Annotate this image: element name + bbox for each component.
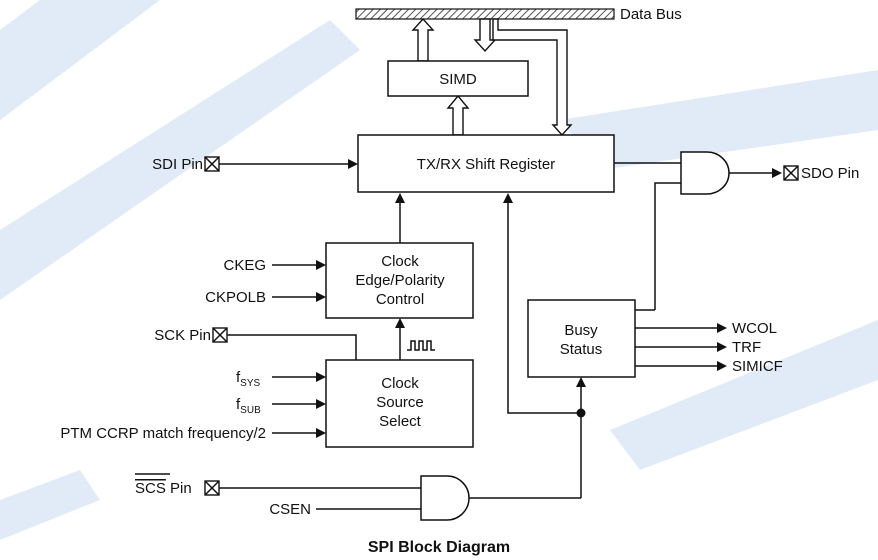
clock-source-line-1: Clock: [381, 375, 419, 392]
bus-to-simd-arrow: [473, 18, 497, 53]
data-bus-bar: [355, 8, 615, 20]
simicf-label: SIMICF: [732, 358, 783, 375]
ptm-label: PTM CCRP match frequency/2: [60, 425, 266, 442]
busy-status-block: Busy Status: [527, 299, 636, 378]
svg-text:SCS Pin: SCS Pin: [135, 480, 192, 497]
bus-to-shift-register-arrow: [492, 18, 573, 137]
sck-pin: SCK Pin: [154, 327, 357, 360]
clock-edge-line-3: Control: [376, 291, 424, 308]
fsys-input: fSYS: [236, 369, 326, 389]
data-bus: Data Bus: [355, 6, 682, 23]
shift-register-label: TX/RX Shift Register: [417, 156, 555, 173]
wcol-label: WCOL: [732, 320, 777, 337]
ckeg-input: CKEG: [223, 257, 326, 274]
svg-text:fSUB: fSUB: [236, 396, 261, 416]
fsys-subscript: SYS: [240, 378, 260, 389]
fsub-subscript: SUB: [240, 405, 261, 416]
fsub-label: f: [236, 396, 241, 413]
clock-waveform-icon: [407, 340, 435, 351]
svg-text:fSYS: fSYS: [236, 369, 261, 389]
sdo-and-gate: [614, 151, 782, 311]
clock-edge-line-2: Edge/Polarity: [355, 272, 445, 289]
sdo-pin-label: SDO Pin: [801, 165, 859, 182]
simd-label: SIMD: [439, 71, 477, 88]
fsys-label: f: [236, 369, 241, 386]
sdi-pin-label: SDI Pin: [152, 156, 203, 173]
diagram-caption: SPI Block Diagram: [368, 539, 510, 556]
csen-label: CSEN: [269, 501, 311, 518]
enable-feedback-path: [503, 193, 586, 491]
scs-label: SCS: [135, 480, 166, 497]
ckpolb-input: CKPOLB: [205, 289, 326, 306]
shift-register-block: TX/RX Shift Register: [357, 134, 615, 193]
scs-pin: SCS Pin: [135, 473, 421, 497]
csen-input: CSEN: [269, 501, 421, 518]
fsub-input: fSUB: [236, 396, 326, 416]
clock-source-line-3: Select: [379, 413, 422, 430]
bus-arrows: [411, 17, 573, 137]
sdo-pin: SDO Pin: [783, 165, 859, 182]
clock-edge-line-1: Clock: [381, 253, 419, 270]
shift-register-to-simd-arrow: [446, 94, 470, 136]
background-watermark: [0, 0, 878, 540]
scs-pin-suffix: Pin: [166, 480, 192, 497]
sdi-pin: SDI Pin: [152, 156, 358, 173]
busy-line-1: Busy: [564, 322, 598, 339]
busy-line-2: Status: [560, 341, 603, 358]
sck-pin-label: SCK Pin: [154, 327, 211, 344]
sdi-arrowhead: [348, 159, 358, 169]
trf-label: TRF: [732, 339, 761, 356]
simd-to-bus-arrow: [411, 17, 435, 62]
ckpolb-label: CKPOLB: [205, 289, 266, 306]
ptm-input: PTM CCRP match frequency/2: [60, 425, 326, 442]
junction-dot: [576, 408, 586, 418]
clock-edge-polarity-block: Clock Edge/Polarity Control: [325, 193, 474, 319]
clock-source-line-2: Source: [376, 394, 424, 411]
busy-outputs: WCOL TRF SIMICF: [635, 320, 783, 375]
data-bus-label: Data Bus: [620, 6, 682, 23]
simd-block: SIMD: [387, 60, 529, 97]
clock-source-select-block: Clock Source Select: [325, 318, 474, 448]
scs-and-gate: [420, 475, 582, 521]
ckeg-label: CKEG: [223, 257, 266, 274]
